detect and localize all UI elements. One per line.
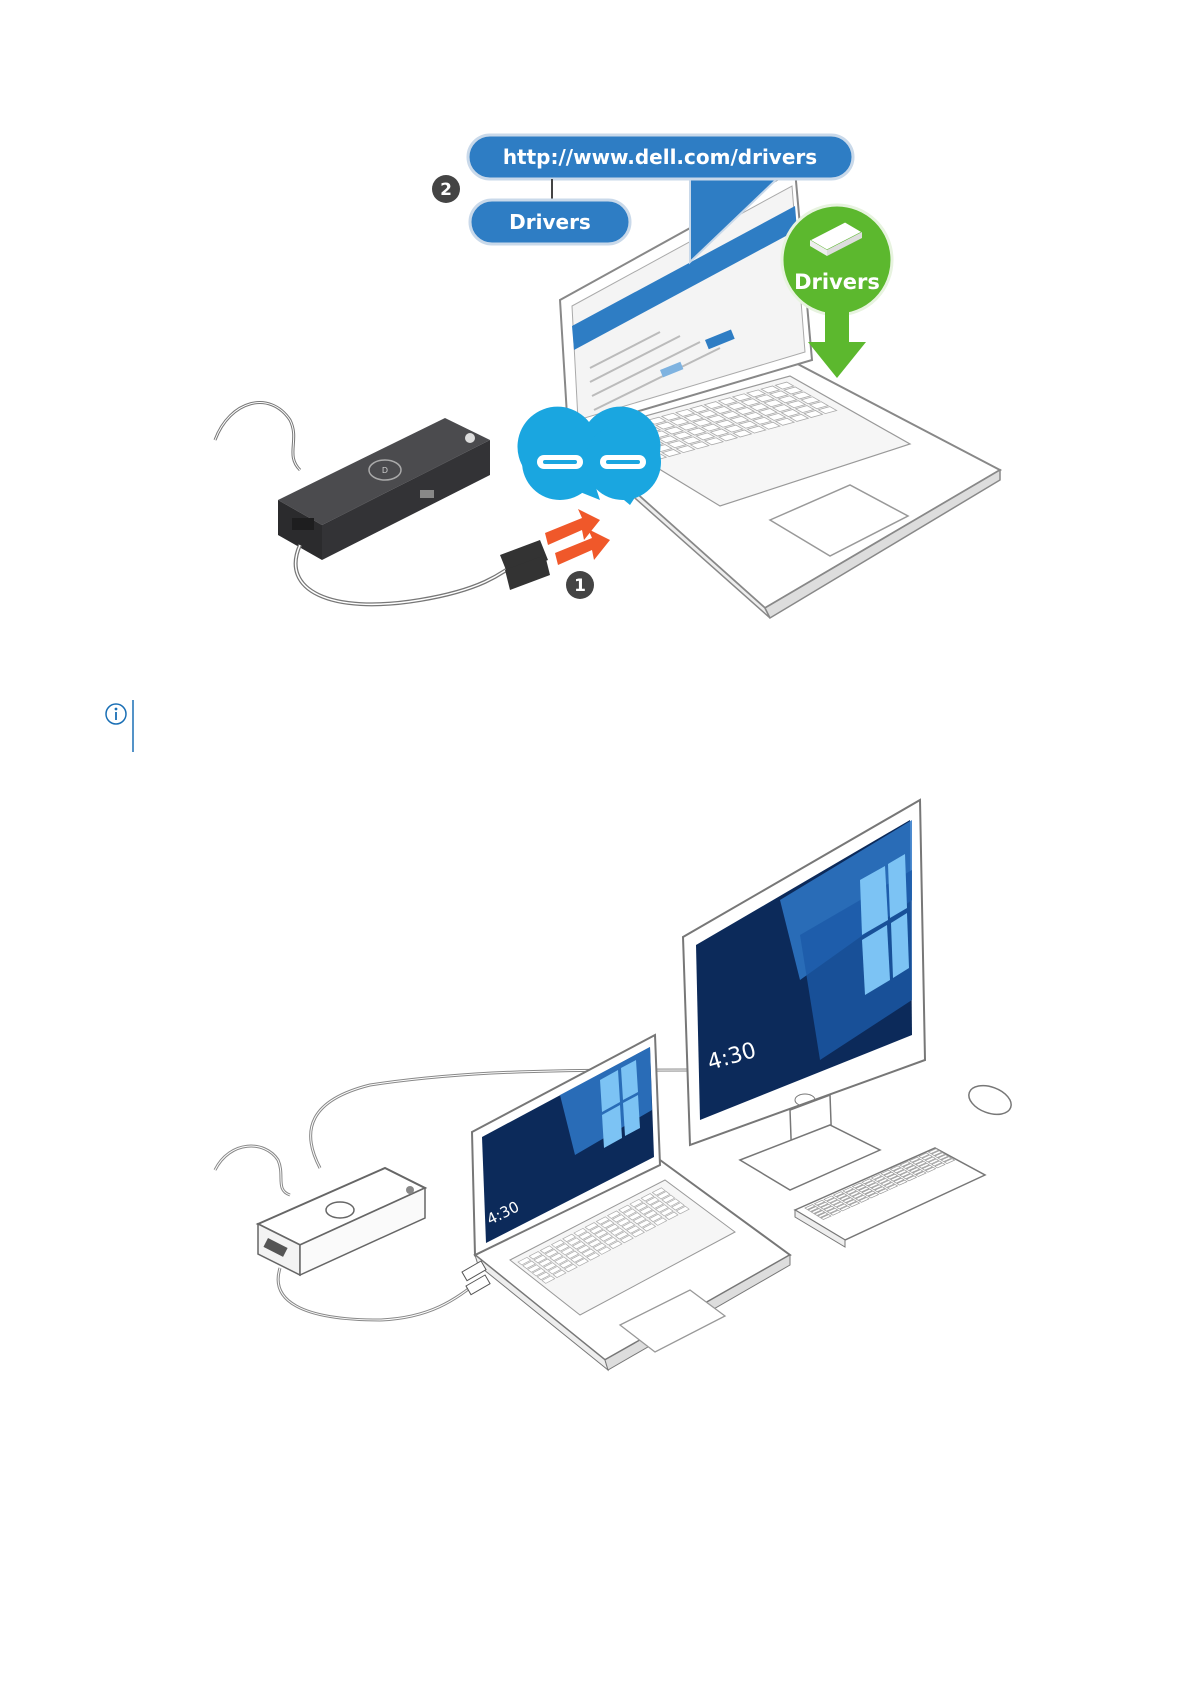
power-cable [215,403,300,470]
svg-text:D: D [382,466,388,475]
power-cable [215,1146,290,1195]
external-mouse [965,1080,1015,1119]
usb-c-cable [278,1268,480,1320]
url-text: http://www.dell.com/drivers [503,145,817,169]
step-2-number: 2 [440,180,452,200]
figure-dock-connected-setup: 4:30 4:30 [0,780,1191,1400]
usb-c-connector [500,540,550,590]
note-marker [96,700,156,752]
laptop [560,170,1000,618]
drivers-callout: Drivers [470,200,630,244]
external-monitor: 4:30 [683,800,925,1190]
figure-dock-setup: D 1 http://www.dell.com/drivers [0,0,1191,660]
docking-station [258,1168,425,1275]
drivers-badge-text: Drivers [794,270,880,294]
download-arrow-icon [808,312,866,378]
info-icon [106,704,126,724]
url-callout: http://www.dell.com/drivers [468,135,853,179]
docking-station: D [278,418,490,560]
step-1-number: 1 [574,576,586,596]
drivers-callout-text: Drivers [509,210,591,234]
insert-arrow [545,509,610,565]
